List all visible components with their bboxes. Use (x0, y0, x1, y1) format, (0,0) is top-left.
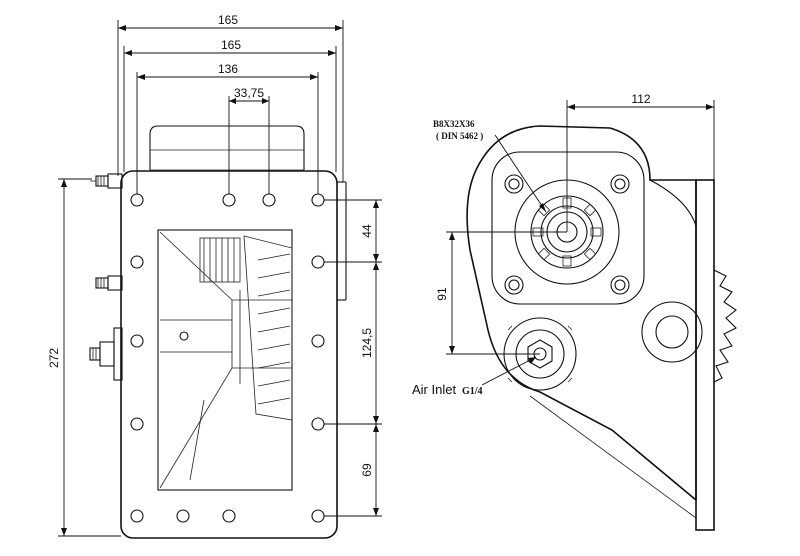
spline-callout: B8X32X36 ( DIN 5462 ) (433, 119, 547, 213)
shaft-pin (179, 331, 189, 341)
gear-behind-flange (713, 269, 737, 383)
spline-spec-line1: B8X32X36 (433, 119, 475, 129)
spline-teeth (532, 197, 602, 267)
dim-44-label: 44 (360, 224, 374, 238)
window-opening (157, 229, 293, 491)
air-inlet-thread: G1/4 (462, 386, 483, 397)
body-plate (120, 170, 338, 539)
dim-272: 272 (47, 178, 121, 537)
dim-91-label: 91 (435, 287, 449, 301)
bolt-holes-front (130, 193, 325, 523)
air-inlet-callout: Air Inlet G1/4 (412, 356, 537, 397)
dim-33-75: 33,75 (228, 86, 270, 194)
dim-right-stack: 44 124,5 69 (324, 199, 382, 517)
spline-spec-line2: ( DIN 5462 ) (436, 131, 483, 141)
gear-teeth-top (203, 238, 235, 282)
pto-flange (491, 151, 645, 305)
dim-165-inner: 165 (123, 38, 337, 172)
dim-112-label: 112 (631, 92, 650, 106)
side-view: 112 91 B8X32X36 ( DIN 5462 ) Air Inlet G… (412, 92, 737, 531)
flange-bolt-holes (504, 174, 630, 295)
dim-165-outer-label: 165 (218, 13, 238, 27)
dim-165-outer: 165 (117, 13, 344, 182)
dim-136: 136 (136, 62, 319, 194)
front-view: 165 165 136 33,75 (47, 13, 382, 539)
breather-fitting-top (90, 173, 123, 189)
bevel-teeth (257, 253, 291, 405)
dim-136-label: 136 (218, 62, 238, 76)
bevel-gear (243, 235, 293, 421)
top-block (149, 125, 305, 170)
dim-33-75-label: 33,75 (234, 86, 264, 100)
dim-112: 112 (566, 92, 715, 232)
air-inlet-label: Air Inlet (412, 382, 456, 397)
dim-124-5-label: 124,5 (360, 328, 374, 358)
plug-fitting-mid (95, 275, 123, 291)
dim-272-label: 272 (47, 348, 61, 368)
dim-165-inner-label: 165 (221, 38, 241, 52)
air-inlet-nut (527, 339, 553, 369)
dim-91: 91 (435, 231, 567, 355)
dim-69-label: 69 (360, 463, 374, 477)
air-fitting-front (89, 327, 123, 381)
lower-boss (641, 301, 703, 363)
mounting-flange (695, 179, 715, 531)
